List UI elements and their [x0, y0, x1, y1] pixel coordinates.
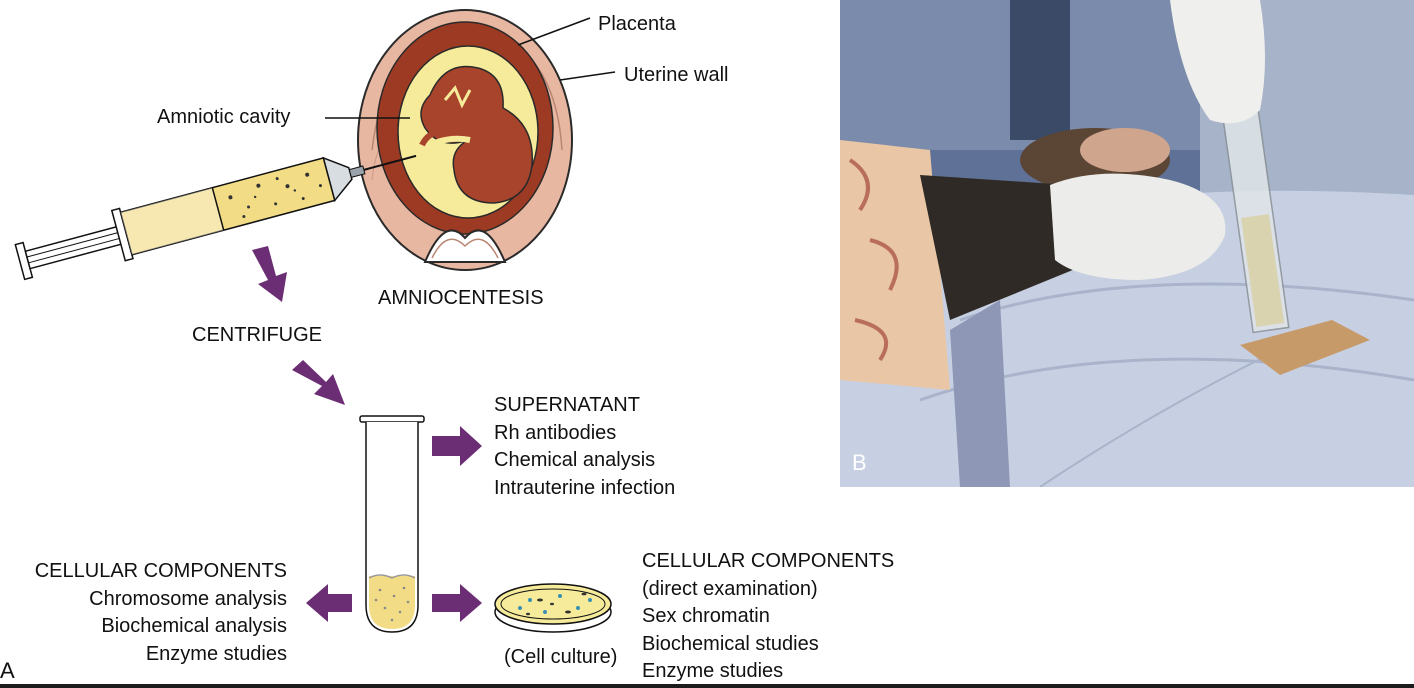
supernatant-list: SUPERNATANT Rh antibodies Chemical analy… — [494, 392, 675, 502]
cellular-left-item: Chromosome analysis — [89, 587, 287, 610]
cellular-right-item: Sex chromatin — [642, 605, 770, 627]
syringe-illustration — [14, 154, 417, 281]
arrow-to-centrifuge — [252, 246, 287, 302]
label-placenta: Placenta — [598, 13, 676, 35]
supernatant-item: Intrauterine infection — [494, 476, 676, 499]
supernatant-item: Rh antibodies — [494, 421, 617, 444]
supernatant-title: SUPERNATANT — [494, 394, 640, 416]
uterus-illustration — [357, 9, 573, 271]
cellular-left-title: CELLULAR COMPONENTS — [34, 560, 287, 582]
cellular-left-item: Enzyme studies — [145, 642, 287, 665]
cellular-right-item: (direct examination) — [642, 577, 818, 600]
amniocentesis-diagram — [14, 9, 616, 633]
cellular-left-item: Biochemical analysis — [101, 615, 287, 637]
cellular-components-right: CELLULAR COMPONENTS (direct examination)… — [642, 548, 894, 686]
arrow-to-tube — [292, 360, 345, 405]
panel-b-letter: B — [852, 450, 867, 475]
flow-arrows — [252, 246, 482, 622]
label-amniotic-cavity: Amniotic cavity — [157, 106, 291, 128]
bottom-rule — [0, 684, 1414, 688]
label-uterine-wall: Uterine wall — [624, 64, 729, 86]
panel-a-letter: A — [0, 658, 15, 683]
arrow-to-supernatant — [432, 426, 482, 466]
label-amniocentesis: AMNIOCENTESIS — [378, 287, 544, 309]
petri-dish — [494, 583, 612, 633]
arrow-to-culture — [432, 584, 482, 622]
label-centrifuge: CENTRIFUGE — [192, 324, 322, 346]
cellular-right-item: Biochemical studies — [642, 632, 819, 655]
label-cell-culture: (Cell culture) — [504, 646, 618, 668]
cellular-right-item: Enzyme studies — [642, 660, 784, 682]
cellular-components-left: CELLULAR COMPONENTS Chromosome analysis … — [35, 558, 287, 668]
amniocentesis-photo — [840, 0, 1414, 487]
arrow-to-cellular-left — [306, 584, 352, 622]
cellular-right-title: CELLULAR COMPONENTS — [642, 550, 895, 572]
supernatant-item: Chemical analysis — [494, 449, 656, 471]
test-tube — [359, 415, 425, 633]
